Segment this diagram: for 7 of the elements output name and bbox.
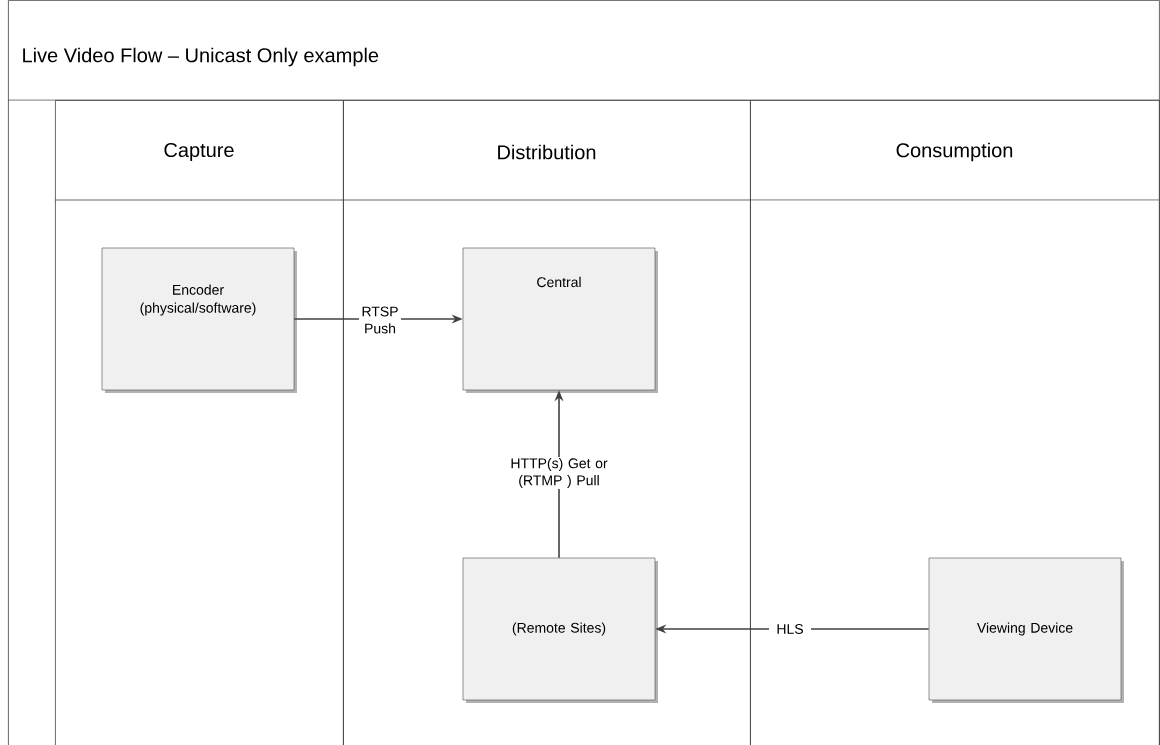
process-box: Viewing Device	[928, 557, 1124, 703]
process-box: Central	[462, 247, 658, 393]
edge-label: HLS	[769, 623, 811, 635]
process-box: (Remote Sites)	[462, 557, 658, 703]
process-box: Encoder (physical/software)	[101, 247, 297, 393]
edge-label: HTTP(s) Get or (RTMP ) Pull	[508, 457, 610, 490]
edge-label: RTSP Push	[359, 305, 401, 335]
